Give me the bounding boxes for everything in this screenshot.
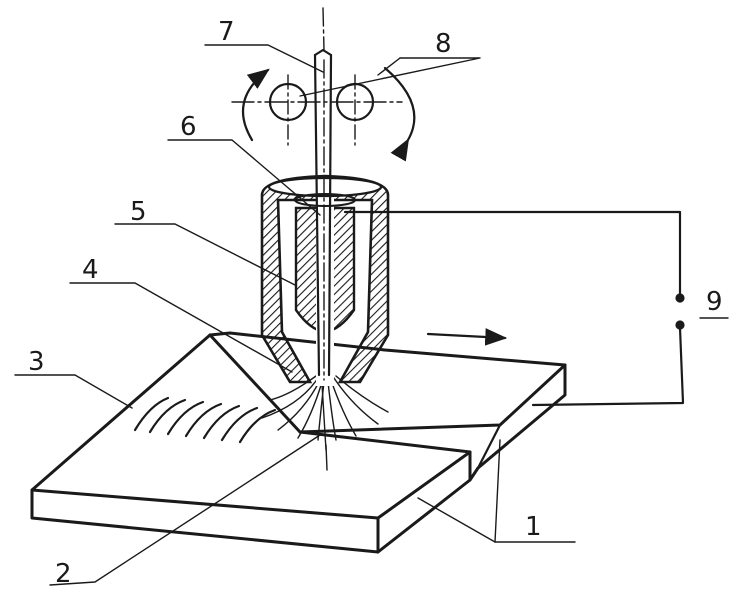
back-plate-top — [208, 331, 567, 434]
front-plate-front — [30, 488, 380, 554]
label-8: 8 — [435, 29, 452, 59]
label-7: 7 — [218, 17, 235, 47]
label-1: 1 — [525, 512, 542, 542]
back-plate-side — [468, 363, 567, 482]
feed-rollers — [231, 66, 416, 162]
label-9: 9 — [706, 287, 723, 317]
weld-bead — [133, 396, 277, 444]
roller-rotation-right — [383, 66, 416, 162]
workpiece-plates — [30, 331, 567, 554]
label-5: 5 — [130, 197, 147, 227]
arc-spray — [261, 375, 389, 451]
label-4: 4 — [82, 255, 99, 285]
leader-lines — [14, 44, 729, 586]
label-6: 6 — [180, 112, 197, 142]
roller-rotation-left — [241, 68, 270, 142]
label-3: 3 — [28, 347, 45, 377]
plate-bevel — [298, 423, 502, 470]
power-circuit — [343, 210, 685, 407]
electrode-wire — [313, 7, 333, 471]
torch-nozzle — [260, 174, 390, 386]
label-2: 2 — [55, 559, 72, 589]
travel-direction-arrow — [426, 328, 508, 346]
